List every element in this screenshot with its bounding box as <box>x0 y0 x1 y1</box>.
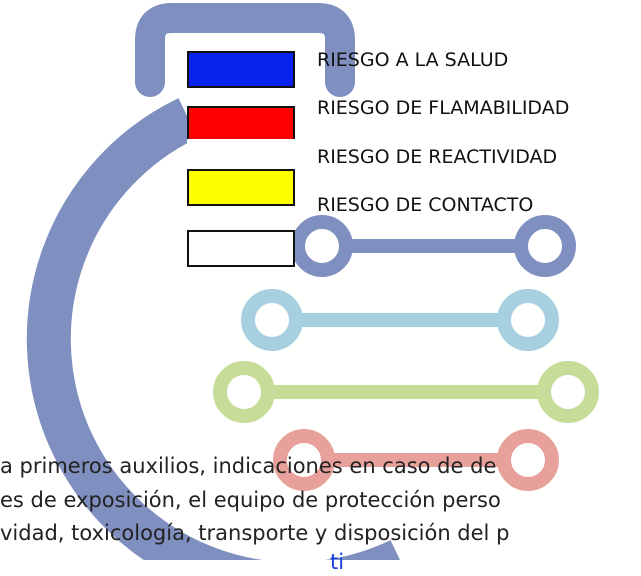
watermark-molecule-blue <box>291 215 576 277</box>
flammability-risk-color-box <box>187 106 295 143</box>
health-risk-color-box <box>187 51 295 88</box>
watermark-logo <box>26 3 599 560</box>
reactivity-risk-color-box <box>187 139 295 168</box>
legend-label-salud: RIESGO A LA SALUD <box>317 49 509 71</box>
legend-label-reactividad: RIESGO DE REACTIVIDAD <box>317 146 558 168</box>
watermark-molecule-lightblue <box>241 289 559 351</box>
body-text-link[interactable]: ti <box>330 550 345 574</box>
special-risk-color-box <box>187 230 295 267</box>
watermark-molecule-red <box>273 429 559 491</box>
body-text-line-3: vidad, toxicología, transporte y disposi… <box>0 521 510 545</box>
body-text-line-1: a primeros auxilios, indicaciones en cas… <box>0 454 497 478</box>
legend-label-flamabilidad: RIESGO DE FLAMABILIDAD <box>317 97 570 119</box>
body-text-line-2: es de exposición, el equipo de protecció… <box>0 488 501 512</box>
legend-label-contacto: RIESGO DE CONTACTO <box>317 194 534 216</box>
contact-risk-color-box <box>187 169 295 206</box>
body-text-line-4: ti <box>330 548 344 576</box>
watermark-molecule-green <box>213 361 599 423</box>
